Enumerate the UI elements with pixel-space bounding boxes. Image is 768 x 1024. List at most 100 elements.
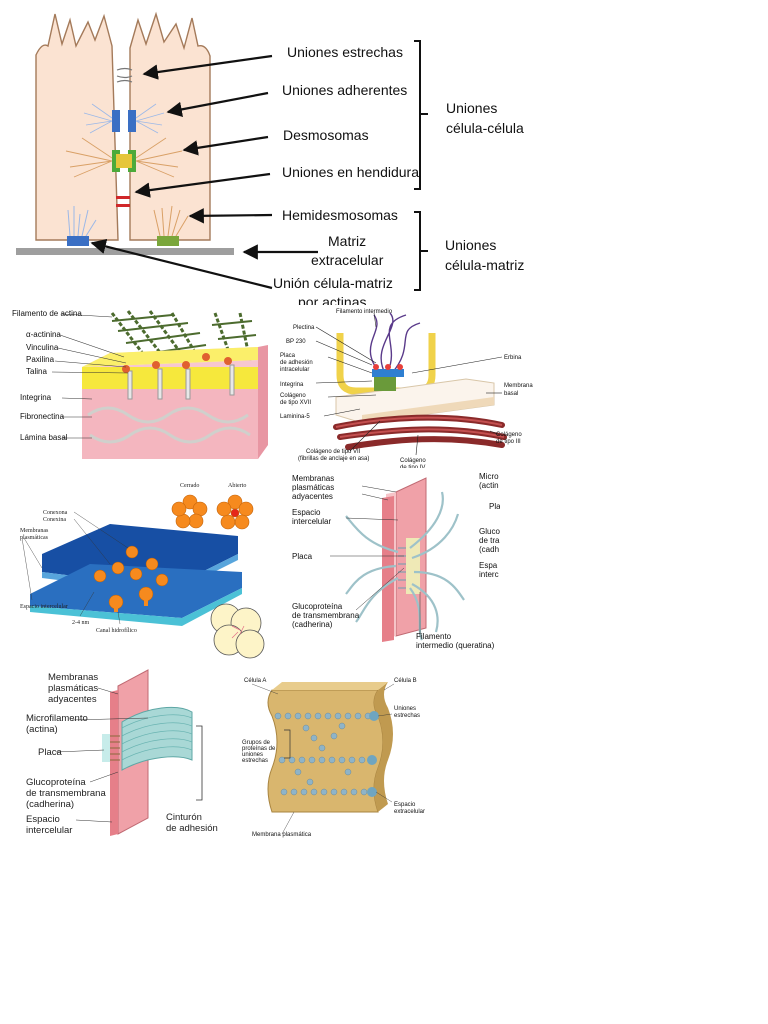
- label-2-4nm: 2-4 nm: [72, 620, 89, 626]
- label-tight-junctions-small-2: estrechas: [394, 713, 420, 719]
- label-bp230: BP 230: [286, 339, 306, 345]
- label-hemidesmosomes: Hemidesmosomas: [282, 207, 398, 223]
- desmosome-mark: [65, 137, 183, 178]
- label-alpha-actinin: α-actinina: [26, 330, 61, 339]
- bracket-cell-cell: [414, 40, 428, 190]
- label-plaque-2: de adhesión: [280, 360, 313, 366]
- label-extracellular-space: Espacio: [394, 802, 416, 808]
- label-membranes: Membranas: [20, 528, 49, 534]
- label-belt-actin: (actina): [26, 724, 58, 735]
- label-cell-matrix-actin: Unión célula-matriz: [273, 275, 393, 291]
- label-desmo-filament: Filamento: [416, 632, 452, 641]
- label-paxillin: Paxilina: [26, 355, 55, 364]
- label-tight-junctions-small: Uniones: [394, 706, 416, 712]
- label-cell-a: Célula A: [244, 678, 266, 684]
- label-gap-junctions: Uniones en hendidura: [282, 164, 419, 180]
- label-erbin: Erbina: [504, 355, 522, 361]
- label-closed: Cerrado: [180, 483, 199, 489]
- label-collagen-iii: Colágeno: [496, 432, 522, 438]
- gap-junction-diagram: Cerrado Abierto Conexona Conexina Membra…: [0, 476, 272, 662]
- adhesion-belt-diagram: Membranas plasmáticas adyacentes Microfi…: [18, 662, 246, 842]
- cut-label-7: Espa: [479, 561, 498, 570]
- bracket-cell-matrix: [414, 211, 428, 291]
- label-matrix: Matriz: [328, 233, 366, 249]
- label-protein-groups-4: estrechas: [242, 758, 268, 764]
- label-protein-groups-2: proteínas de: [242, 746, 276, 752]
- label-desmo-space: Espacio: [292, 508, 321, 517]
- label-belt-glycoprotein: Glucoproteína: [26, 777, 86, 788]
- label-plasma-membrane: Membrana plasmática: [252, 832, 312, 838]
- label-belt-adjacent: adyacentes: [48, 694, 97, 705]
- label-cell-b: Célula B: [394, 678, 417, 684]
- label-vinculin: Vinculina: [26, 343, 59, 352]
- label-desmo-plasmatic: plasmáticas: [292, 483, 334, 492]
- label-fibronectin: Fibronectina: [20, 412, 65, 421]
- cut-label-6: (cadh: [479, 545, 499, 554]
- label-belt-transmembrane: de transmembrana: [26, 788, 106, 799]
- label-belt-space: Espacio: [26, 814, 60, 825]
- focal-adhesion-mark: [67, 206, 97, 246]
- label-collagen-iv: Colágeno: [400, 458, 426, 464]
- label-desmo-membranes: Membranas: [292, 474, 334, 483]
- connexon-closed-icon: [171, 494, 208, 529]
- label-desmo-glycoprotein: Glucoproteína: [292, 602, 343, 611]
- cut-label-2: (actin: [479, 481, 499, 490]
- right-cell: [129, 11, 211, 241]
- label-intermediate-filament: Filamento intermedio: [336, 309, 393, 315]
- label-intercellular-space: Espacio intercelular: [20, 604, 68, 610]
- label-belt-intercellular: intercelular: [26, 825, 72, 836]
- connexon-open-icon: [216, 494, 254, 530]
- label-plaque-3: intracelular: [280, 367, 309, 373]
- label-plaque: Placa: [280, 353, 296, 359]
- label-desmo-plaque: Placa: [292, 552, 313, 561]
- label-actin-filament: Filamento de actina: [12, 309, 82, 318]
- label-plectin: Plectina: [293, 325, 315, 331]
- label-open: Abierto: [228, 483, 246, 489]
- cut-label-1: Micro: [479, 472, 499, 481]
- label-desmosomes: Desmosomas: [283, 127, 369, 143]
- label-collagen-iii-2: de tipo III: [496, 439, 521, 445]
- adherens-junction-mark: [83, 103, 165, 134]
- hemidesmosome-diagram: Filamento intermedio Plectina BP 230 Pla…: [276, 305, 548, 475]
- label-integrin: Integrina: [20, 393, 52, 402]
- label-hydrophilic-channel: Canal hidrofílico: [96, 627, 137, 634]
- label-belt-cadherin: (cadherina): [26, 799, 74, 810]
- label-collagen-xvii-2: de tipo XVII: [280, 400, 311, 406]
- tight-junction-diagram: Célula A Célula B Uniones estrechas Grup…: [238, 672, 434, 844]
- label-desmo-transmembrane: de transmembrana: [292, 611, 360, 620]
- junctions-overview-diagram: Uniones estrechas Uniones adherentes Des…: [16, 11, 524, 310]
- label-plasmatic: plasmáticas: [20, 535, 49, 541]
- label-collagen-vii-2: (fibrillas de anclaje en asa): [298, 456, 369, 462]
- label-extracellular: extracelular: [311, 252, 384, 268]
- label-basal-lamina: Lámina basal: [20, 433, 68, 442]
- label-integrin-hemi: Integrina: [280, 382, 304, 388]
- label-basal-membrane: Membrana: [504, 383, 533, 389]
- group-label-cell-cell-2: célula-célula: [446, 120, 524, 136]
- label-basal-membrane-2: basal: [504, 391, 518, 397]
- label-belt-membranes: Membranas: [48, 672, 98, 683]
- label-belt-belt: Cinturón: [166, 812, 202, 823]
- cell-cluster-icon: [210, 603, 265, 659]
- label-desmo-intercellular: intercelular: [292, 517, 331, 526]
- cut-label-8: interc: [479, 570, 499, 579]
- label-desmo-keratin: intermedio (queratina): [416, 641, 495, 650]
- group-label-cell-matrix-2: célula-matriz: [445, 257, 524, 273]
- left-cell: [35, 13, 119, 241]
- label-belt-plaque: Placa: [38, 747, 62, 758]
- label-connexon: Conexona: [43, 510, 68, 516]
- group-label-cell-matrix-1: Uniones: [445, 237, 496, 253]
- label-belt-adhesion: de adhesión: [166, 823, 218, 834]
- label-desmo-adjacent: adyacentes: [292, 492, 333, 501]
- label-adherens-junctions: Uniones adherentes: [282, 82, 407, 98]
- cut-label-4: Gluco: [479, 527, 500, 536]
- label-collagen-vii: Colágeno de tipo VII: [306, 449, 361, 455]
- hemidesmosome-mark: [153, 205, 189, 246]
- focal-adhesion-diagram: Filamento de actina α-actinina Vinculina…: [0, 305, 270, 465]
- desmosome-diagram: Membranas plasmáticas adyacentes Espacio…: [286, 468, 500, 658]
- label-tight-junctions: Uniones estrechas: [287, 44, 403, 60]
- label-desmo-cadherin: (cadherina): [292, 620, 333, 629]
- cut-label-3: Pla: [489, 502, 500, 511]
- label-laminin: Laminina-5: [280, 414, 310, 420]
- label-collagen-xvii: Colágeno: [280, 393, 306, 399]
- label-connexin: Conexina: [43, 517, 66, 523]
